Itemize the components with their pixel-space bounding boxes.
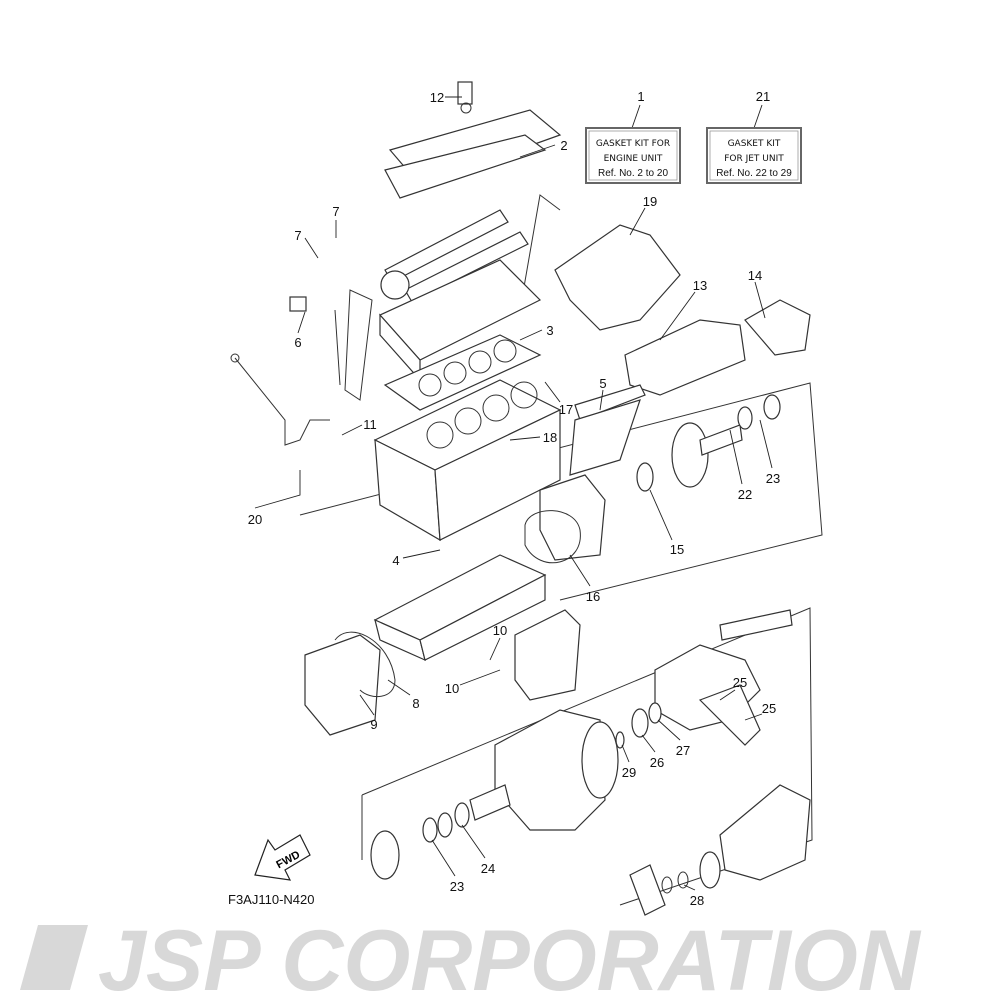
crankcase (373, 554, 547, 662)
callout-17: 17 (559, 402, 573, 417)
generator-cover (524, 474, 606, 564)
callout-2: 2 (560, 138, 567, 153)
kit-line1: GASKET KIT FOR (596, 139, 670, 149)
watermark-text: JSP CORPORATION (98, 913, 922, 1000)
oil-separator-cover (569, 384, 646, 476)
cylinder-head (379, 259, 542, 382)
callout-8: 8 (412, 696, 419, 711)
callout-19: 19 (643, 194, 657, 209)
callout-10: 10 (445, 681, 459, 696)
kit-line2: ENGINE UNIT (604, 154, 663, 164)
callout-15: 15 (670, 542, 684, 557)
dipstick (230, 353, 330, 446)
callout-26: 26 (650, 755, 664, 770)
callout-12: 12 (430, 90, 444, 105)
oil-pump (304, 631, 396, 736)
callout-16: 16 (586, 589, 600, 604)
kit-line3: Ref. No. 22 to 29 (716, 168, 792, 179)
callout-24: 24 (481, 861, 495, 876)
callout-23: 23 (766, 471, 780, 486)
callout-18: 18 (543, 430, 557, 445)
jet-shaft-front (636, 394, 781, 492)
exhaust-manifold (554, 224, 811, 396)
watermark-logo: JSP CORPORATION (20, 913, 922, 1000)
cylinder-block (373, 379, 562, 542)
callout-29: 29 (622, 765, 636, 780)
callout-14: 14 (748, 268, 762, 283)
callout-4: 4 (392, 553, 399, 568)
callout-27: 27 (676, 743, 690, 758)
leader-lines (254, 96, 773, 891)
callout-6: 6 (294, 335, 301, 350)
fwd-arrow: FWD (254, 834, 311, 881)
callout-9: 9 (370, 717, 377, 732)
jet-pump-housing (654, 609, 793, 746)
callout-1: 1 (637, 89, 644, 104)
callout-23: 23 (450, 879, 464, 894)
water-pump (514, 609, 581, 701)
callout-13: 13 (693, 278, 707, 293)
cylinder-head-cover (384, 81, 562, 199)
engine-gasket-kit-box: 1 GASKET KIT FOR ENGINE UNIT Ref. No. 2 … (585, 89, 681, 184)
callout-3: 3 (546, 323, 553, 338)
kit-line1: GASKET KIT (728, 139, 781, 149)
diagram-code: F3AJ110-N420 (228, 892, 314, 907)
callout-25: 25 (762, 701, 776, 716)
callout-11: 11 (363, 417, 377, 432)
callout-10: 10 (493, 623, 507, 638)
jet-gasket-kit-box: 21 GASKET KIT FOR JET UNIT Ref. No. 22 t… (706, 89, 802, 184)
timing-chain (289, 289, 373, 401)
callout-20: 20 (248, 512, 262, 527)
callout-5: 5 (599, 376, 606, 391)
camshafts (380, 209, 529, 303)
callout-21: 21 (756, 89, 770, 104)
nozzle-assembly (629, 784, 811, 916)
callout-25: 25 (733, 675, 747, 690)
callout-22: 22 (738, 487, 752, 502)
kit-line2: FOR JET UNIT (724, 154, 784, 164)
callout-7: 7 (294, 228, 301, 243)
coupling-and-seals (370, 784, 511, 880)
callout-28: 28 (690, 893, 704, 908)
kit-line3: Ref. No. 2 to 20 (598, 168, 668, 179)
cylinder-head-gasket (383, 334, 542, 411)
callout-7: 7 (332, 204, 339, 219)
callout-numbers: 12 2 7 7 19 13 14 6 3 17 5 11 18 20 22 2… (248, 90, 780, 908)
